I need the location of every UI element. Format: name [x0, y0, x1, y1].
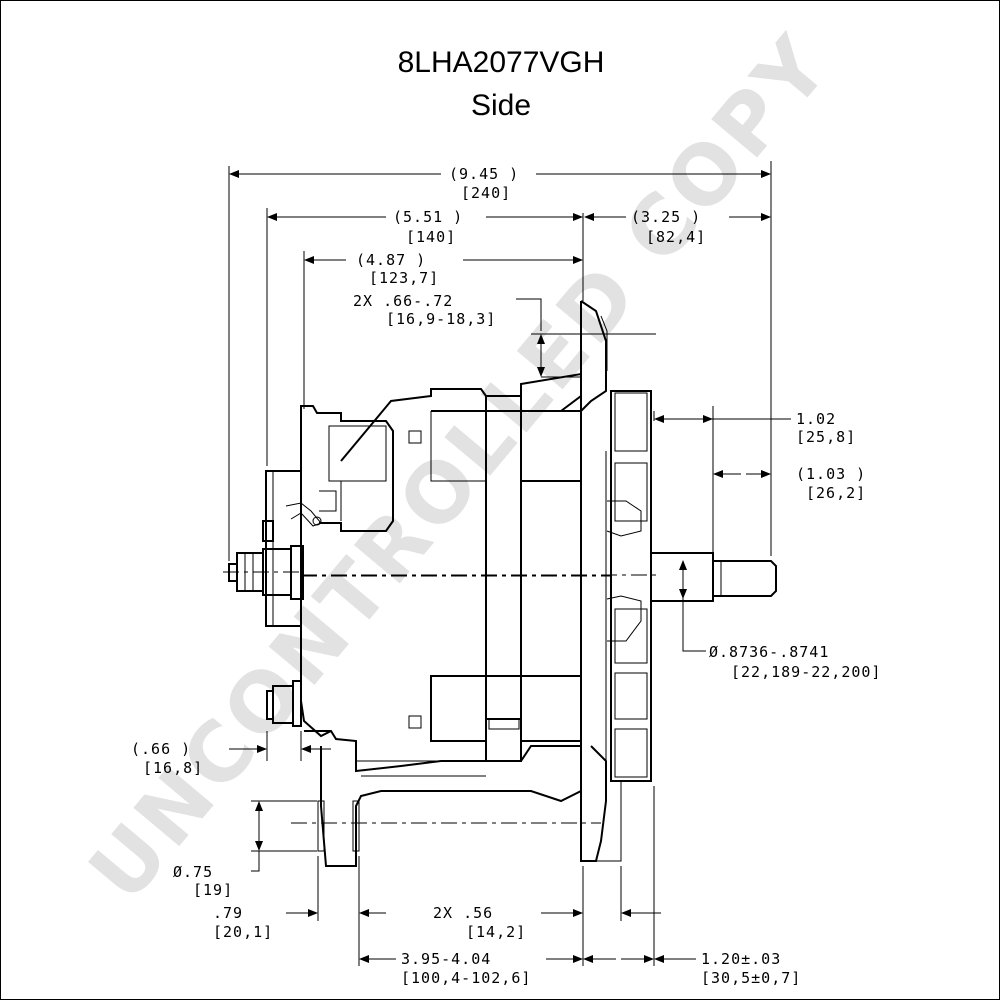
dim-26-mm: [26,2]: [806, 484, 866, 502]
dim-16-9-in: 2X .66-.72: [353, 292, 453, 310]
dim-overall-mm: [240]: [461, 184, 511, 202]
dim-16-9-mm: [16,9-18,3]: [386, 310, 496, 328]
dim-16-8-in: (.66 ): [131, 740, 191, 758]
dim-100-in: 3.95-4.04: [401, 950, 491, 968]
dim-overall-in: (9.45 ): [449, 165, 519, 183]
dim-hole-in: Ø.75: [173, 863, 213, 881]
dim-82-mm: [82,4]: [646, 228, 706, 246]
dim-20-mm: [20,1]: [213, 923, 273, 941]
dimension-labels: (9.45 ) [240] (5.51 ) [140] (3.25 ) [82,…: [131, 165, 881, 987]
alternator-outline: [228, 300, 777, 867]
dim-123-mm: [123,7]: [369, 269, 439, 287]
dim-25-in: 1.02: [796, 410, 836, 428]
extension-lines: [228, 161, 772, 966]
model-title: 8LHA2077VGH: [397, 46, 605, 79]
dim-14-in: 2X .56: [433, 904, 493, 922]
dim-100-mm: [100,4-102,6]: [401, 969, 531, 987]
dim-16-8-mm: [16,8]: [143, 759, 203, 777]
dim-14-mm: [14,2]: [466, 923, 526, 941]
centerlines: [223, 571, 656, 824]
dim-30-mm: [30,5±0,7]: [701, 969, 801, 987]
dim-82-in: (3.25 ): [631, 208, 701, 226]
view-title: Side: [470, 89, 532, 122]
dim-20-in: .79: [213, 904, 243, 922]
dim-123-in: (4.87 ): [356, 251, 426, 269]
dim-shaft-mm: [22,189-22,200]: [731, 663, 881, 681]
dim-25-mm: [25,8]: [796, 428, 856, 446]
dim-hole-mm: [19]: [193, 881, 233, 899]
dim-140-in: (5.51 ): [393, 208, 463, 226]
dim-shaft-in: Ø.8736-.8741: [709, 643, 829, 661]
dimension-arrows: [229, 170, 791, 963]
dim-26-in: (1.03 ): [796, 465, 866, 483]
dim-30-in: 1.20±.03: [701, 950, 781, 968]
watermark-text: UNCONTROLLED COPY: [72, 17, 850, 918]
dim-140-mm: [140]: [406, 228, 456, 246]
